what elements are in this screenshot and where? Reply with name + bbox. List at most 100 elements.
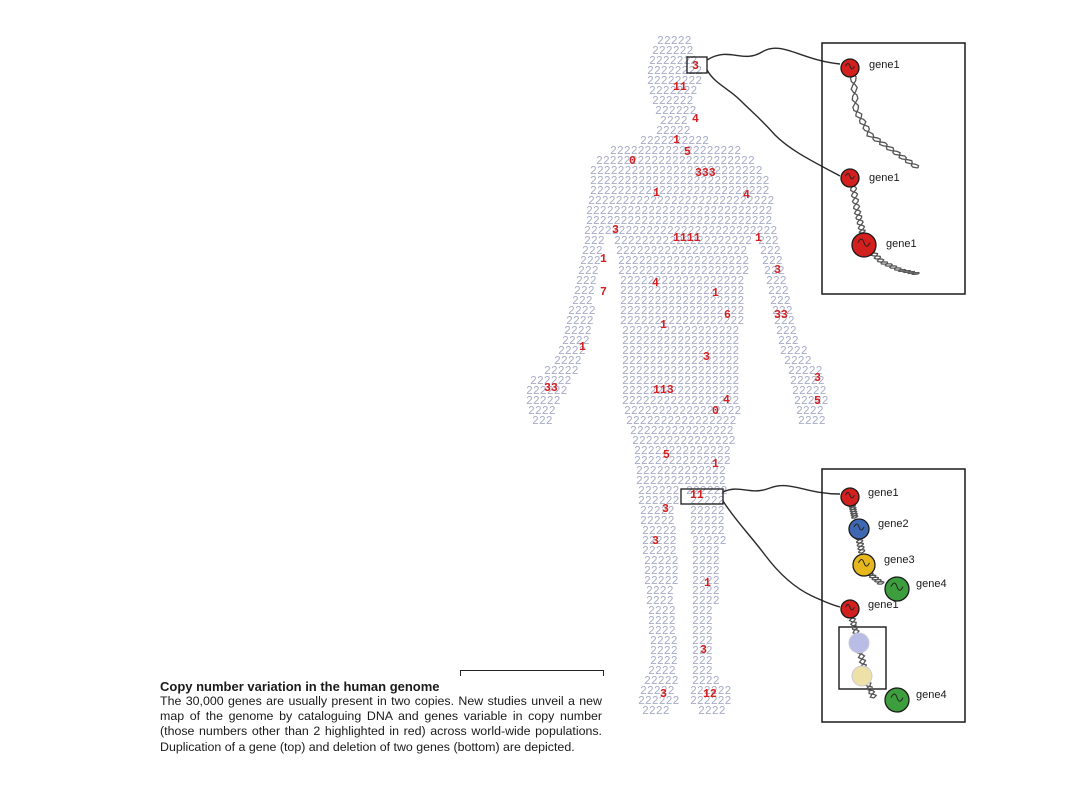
gene-ball bbox=[884, 687, 910, 713]
gene-label: gene3 bbox=[884, 554, 915, 566]
bottom-gene-marker: gene4 bbox=[884, 687, 947, 713]
highlighted-copy-number: 4 bbox=[692, 113, 699, 126]
gene-strand-squiggle bbox=[858, 559, 870, 567]
background-copy-number-digits: 222222 bbox=[638, 485, 680, 498]
background-copy-number-digits: 22222 bbox=[526, 395, 561, 408]
background-copy-number-digits: 222 bbox=[778, 335, 799, 348]
background-copy-number-digits: 222 bbox=[578, 265, 599, 278]
background-copy-number-digits: 222 bbox=[582, 245, 603, 258]
highlighted-copy-number: 6 bbox=[724, 309, 731, 322]
background-copy-number-digits: 22222 bbox=[644, 555, 679, 568]
background-copy-number-digits: 2222 bbox=[650, 655, 678, 668]
gene-ball bbox=[852, 553, 876, 577]
background-copy-number-digits: 222 bbox=[760, 245, 781, 258]
background-copy-number-digits: 222222222222222 bbox=[630, 425, 734, 438]
caption-text: The 30,000 genes are usually present in … bbox=[160, 694, 602, 754]
highlighted-copy-number: 3 bbox=[652, 535, 659, 548]
background-copy-number-digits: 2222222222222222222 bbox=[616, 245, 747, 258]
gene-strand-squiggle bbox=[890, 582, 904, 591]
gene-ball bbox=[840, 599, 860, 619]
background-copy-number-digits: 222222 bbox=[530, 375, 572, 388]
highlighted-copy-number: 5 bbox=[684, 146, 691, 159]
background-copy-number-digits: 22222222222222222222 bbox=[614, 235, 752, 248]
background-copy-number-digits: 22222 bbox=[642, 535, 677, 548]
highlighted-copy-number: 1 bbox=[653, 187, 660, 200]
background-copy-number-digits: 222222222222222222 bbox=[620, 315, 744, 328]
highlighted-copy-number: 5 bbox=[663, 449, 670, 462]
highlighted-copy-number: 12 bbox=[703, 688, 717, 701]
background-copy-number-digits: 22222222222222 bbox=[634, 445, 731, 458]
background-copy-number-digits: 2222 bbox=[554, 355, 582, 368]
top-gene-marker: gene1 bbox=[840, 168, 900, 188]
background-copy-number-digits: 222222 bbox=[526, 385, 568, 398]
background-copy-number-digits: 222 bbox=[692, 605, 713, 618]
background-copy-number-digits: 2222222222222222222 bbox=[618, 265, 749, 278]
background-copy-number-digits: 2222222222222222222222222222 bbox=[584, 225, 777, 238]
dna-strand bbox=[848, 504, 859, 519]
gene-label: gene1 bbox=[869, 172, 900, 184]
gene-label: gene1 bbox=[868, 487, 899, 499]
highlighted-copy-number: 3 bbox=[814, 372, 821, 385]
background-copy-number-digits: 22222 bbox=[640, 505, 675, 518]
background-copy-number-digits: 222222222222222222222222222 bbox=[586, 205, 772, 218]
dna-strand bbox=[848, 617, 878, 699]
background-copy-number-digits: 222222 bbox=[652, 95, 694, 108]
gene-ball bbox=[848, 518, 870, 540]
background-copy-number-digits: 2222 bbox=[562, 335, 590, 348]
gene-strand-squiggle bbox=[857, 238, 871, 247]
highlighted-copy-number: 4 bbox=[743, 189, 750, 202]
background-copy-number-digits: 222 bbox=[770, 295, 791, 308]
background-copy-number-digits: 2222222222222 bbox=[636, 475, 726, 488]
background-copy-number-digits: 2222 bbox=[692, 595, 720, 608]
background-copy-number-digits: 2222 bbox=[642, 705, 670, 718]
background-copy-number-digits: 2222 bbox=[558, 345, 586, 358]
background-copy-number-digits: 222222 bbox=[690, 695, 732, 708]
background-copy-number-digits: 222 bbox=[774, 315, 795, 328]
background-copy-number-digits: 222222 bbox=[655, 105, 697, 118]
background-copy-number-digits: 222 bbox=[580, 255, 601, 268]
background-copy-number-digits: 22222 bbox=[640, 685, 675, 698]
gene-strand-squiggle bbox=[845, 173, 855, 180]
background-copy-number-digits: 222 bbox=[692, 655, 713, 668]
background-copy-number-digits: 222 bbox=[762, 255, 783, 268]
bottom-gene-marker: gene4 bbox=[884, 576, 947, 602]
top-highlight-box bbox=[686, 56, 708, 74]
background-copy-number-digits: 2222 bbox=[780, 345, 808, 358]
highlighted-copy-number: 3 bbox=[662, 503, 669, 516]
background-copy-number-digits: 22222 bbox=[544, 365, 579, 378]
background-copy-number-digits: 222 bbox=[776, 325, 797, 338]
dna-strand bbox=[850, 73, 920, 169]
background-copy-number-digits: 22222222222222222 bbox=[622, 325, 739, 338]
background-copy-number-digits: 222222 bbox=[686, 485, 728, 498]
highlighted-copy-number: 1 bbox=[712, 287, 719, 300]
background-copy-number-digits: 22222222222222222 bbox=[624, 405, 741, 418]
background-copy-number-digits: 2222222222222222222222222 bbox=[590, 165, 763, 178]
bottom-gene-marker: gene2 bbox=[848, 518, 909, 540]
background-copy-number-digits: 22222 bbox=[690, 495, 725, 508]
background-copy-number-digits: 222222 bbox=[652, 45, 694, 58]
figure-caption: Copy number variation in the human genom… bbox=[160, 670, 604, 755]
background-copy-number-digits: 222 bbox=[532, 415, 553, 428]
highlighted-copy-number: 3 bbox=[774, 264, 781, 277]
background-copy-number-digits: 2222 bbox=[692, 585, 720, 598]
background-copy-number-digits: 22222222222222222 bbox=[622, 365, 739, 378]
background-copy-number-digits: 22222 bbox=[644, 565, 679, 578]
background-copy-number-digits: 2222 bbox=[692, 575, 720, 588]
background-copy-number-digits: 22222222 bbox=[647, 75, 702, 88]
background-copy-number-digits: 222 bbox=[758, 235, 779, 248]
background-copy-number-digits: 2222 bbox=[648, 615, 676, 628]
background-copy-number-digits: 22222 bbox=[657, 35, 692, 48]
background-copy-number-digits: 222 bbox=[572, 295, 593, 308]
background-copy-number-digits: 2222 bbox=[692, 555, 720, 568]
gene-label: gene1 bbox=[868, 599, 899, 611]
gene-label: gene1 bbox=[886, 238, 917, 250]
bottom-gene-marker: gene1 bbox=[840, 599, 899, 619]
background-copy-number-digits: 22222222 bbox=[647, 65, 702, 78]
background-copy-number-digits: 2222 bbox=[648, 665, 676, 678]
background-copy-number-digits: 22222 bbox=[690, 515, 725, 528]
background-copy-number-digits: 222 bbox=[692, 665, 713, 678]
dna-strand bbox=[867, 249, 921, 275]
background-copy-number-digits: 222 bbox=[768, 285, 789, 298]
background-copy-number-digits: 22222 bbox=[690, 525, 725, 538]
